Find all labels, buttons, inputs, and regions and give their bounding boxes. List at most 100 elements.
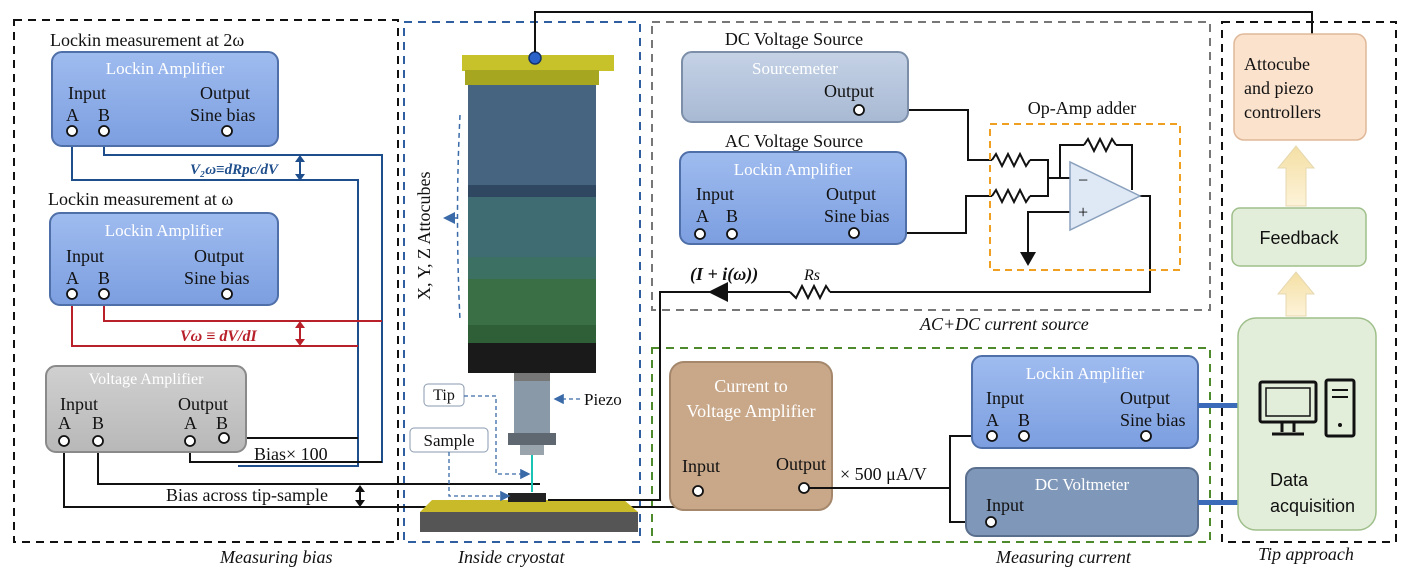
controllers-text-3: controllers	[1244, 102, 1321, 122]
rs-label: Rs	[803, 267, 820, 284]
controllers-text-2: and piezo	[1244, 78, 1313, 98]
lockin-w-port-a[interactable]	[66, 288, 78, 300]
ac-lockin-port-b[interactable]	[726, 228, 738, 240]
voltmeter-title: DC Voltmeter	[1035, 475, 1130, 494]
current-lockin-title: Lockin Amplifier	[1026, 364, 1145, 383]
lockin-w-input: Input	[66, 246, 104, 266]
feedback-box	[1231, 207, 1367, 267]
ac-lockin-sine: Sine bias	[824, 206, 890, 226]
wire-dc-out	[862, 109, 992, 161]
current-label: (I + i(ω))	[690, 264, 758, 285]
ac-lockin-port-sine[interactable]	[848, 227, 860, 239]
lockin-2w-output: Output	[200, 83, 250, 103]
voltage-amp-output: Output	[178, 394, 228, 414]
bias-x100-label: Bias× 100	[254, 444, 328, 464]
voltage-amp-port-out-b[interactable]	[218, 432, 230, 444]
lockin-w-b: B	[98, 268, 110, 288]
piezo-label: Piezo	[584, 390, 622, 409]
cable-lockin-daq	[1198, 403, 1240, 408]
ac-lockin-b: B	[726, 206, 738, 226]
voltage-amp-port-in-a[interactable]	[58, 435, 70, 447]
voltage-amp-input: Input	[60, 394, 98, 414]
current-lockin-sine: Sine bias	[1120, 410, 1186, 430]
wire-sum	[1030, 159, 1049, 197]
iv-amp-input: Input	[682, 456, 720, 476]
lockin-2w-a: A	[66, 105, 79, 125]
current-lockin-output: Output	[1120, 388, 1170, 408]
bias-tip-sample-label: Bias across tip-sample	[166, 485, 328, 505]
iv-amp-port-out[interactable]	[798, 482, 810, 494]
daq-box	[1237, 317, 1377, 531]
sourcemeter-output: Output	[824, 81, 874, 101]
resistor-r2	[991, 187, 1031, 205]
lockin-2w-port-a[interactable]	[66, 125, 78, 137]
lockin-w-sine: Sine bias	[184, 268, 250, 288]
inside-cryostat-caption: Inside cryostat	[457, 547, 565, 567]
voltage-amp-b2: B	[216, 413, 228, 433]
iv-amp-title-1: Current to	[714, 376, 788, 396]
sourcemeter-title: Sourcemeter	[752, 59, 838, 78]
sample-piece	[508, 493, 546, 502]
opamp-plus: +	[1078, 202, 1088, 222]
current-lockin-port-b[interactable]	[1018, 430, 1030, 442]
arrow-feedback-up	[1276, 145, 1316, 207]
computer-icon	[1258, 378, 1356, 438]
voltmeter-input: Input	[986, 495, 1024, 515]
tip-label: Tip	[433, 387, 455, 404]
measuring-current-frame	[651, 347, 1211, 543]
current-lockin-b: B	[1018, 410, 1030, 430]
current-lockin-port-sine[interactable]	[1140, 430, 1152, 442]
resistor-rf	[1083, 136, 1117, 154]
lockin-w-title: Lockin Amplifier	[105, 221, 224, 240]
ac-lockin-output: Output	[826, 184, 876, 204]
tip-approach-frame	[1221, 21, 1397, 543]
iv-amp-port-in[interactable]	[692, 485, 704, 497]
voltage-amp-port-out-a[interactable]	[184, 435, 196, 447]
sample-label: Sample	[424, 431, 475, 450]
voltage-amp-port-in-b[interactable]	[92, 435, 104, 447]
measuring-bias-frame	[13, 19, 399, 543]
feedback-label: Feedback	[1259, 228, 1339, 248]
opamp-title: Op-Amp adder	[1028, 98, 1136, 118]
controllers-text-1: Attocube	[1244, 54, 1310, 74]
sourcemeter-port-out[interactable]	[853, 104, 865, 116]
lockin-w-heading: Lockin measurement at ω	[48, 189, 233, 209]
lockin-2w-box	[51, 51, 279, 147]
lockin-2w-heading: Lockin measurement at 2ω	[50, 30, 244, 50]
controllers-box	[1233, 33, 1367, 141]
lockin-w-port-sine[interactable]	[221, 288, 233, 300]
opamp-minus: −	[1078, 170, 1088, 190]
resistor-r1	[991, 151, 1031, 169]
current-lockin-a: A	[986, 410, 999, 430]
sample-base	[420, 512, 638, 532]
ac-lockin-a: A	[696, 206, 709, 226]
current-lockin-port-a[interactable]	[986, 430, 998, 442]
lockin-2w-title: Lockin Amplifier	[106, 59, 225, 78]
wire-opamp-out	[830, 195, 1151, 293]
voltmeter-port-in[interactable]	[985, 516, 997, 528]
daq-text-1: Data	[1270, 470, 1309, 490]
ac-lockin-input: Input	[696, 184, 734, 204]
arrow-daq-up	[1276, 271, 1316, 317]
top-contact	[528, 51, 542, 65]
acdc-source-caption: AC+DC current source	[919, 314, 1089, 334]
current-lockin-box	[971, 355, 1199, 449]
iv-amp-title-2: Voltage Amplifier	[686, 401, 815, 421]
ac-lockin-port-a[interactable]	[694, 228, 706, 240]
measuring-current-caption: Measuring current	[995, 547, 1132, 567]
lockin-2w-port-b[interactable]	[98, 125, 110, 137]
voltage-amp-box	[45, 365, 247, 453]
voltage-amp-title: Voltage Amplifier	[89, 371, 204, 388]
lockin-2w-port-sine[interactable]	[221, 125, 233, 137]
cable-voltmeter-daq	[1198, 500, 1240, 505]
sample-plate	[420, 500, 638, 512]
wire-w-a	[71, 296, 358, 347]
tip-label-box	[423, 383, 465, 407]
measuring-bias-caption: Measuring bias	[219, 547, 333, 567]
lockin-w-port-b[interactable]	[98, 288, 110, 300]
current-lockin-input: Input	[986, 388, 1024, 408]
lockin-w-a: A	[66, 268, 79, 288]
daq-text-2: acquisition	[1270, 496, 1355, 516]
cryostat-frame	[403, 21, 641, 543]
ac-lockin-box	[679, 151, 907, 245]
